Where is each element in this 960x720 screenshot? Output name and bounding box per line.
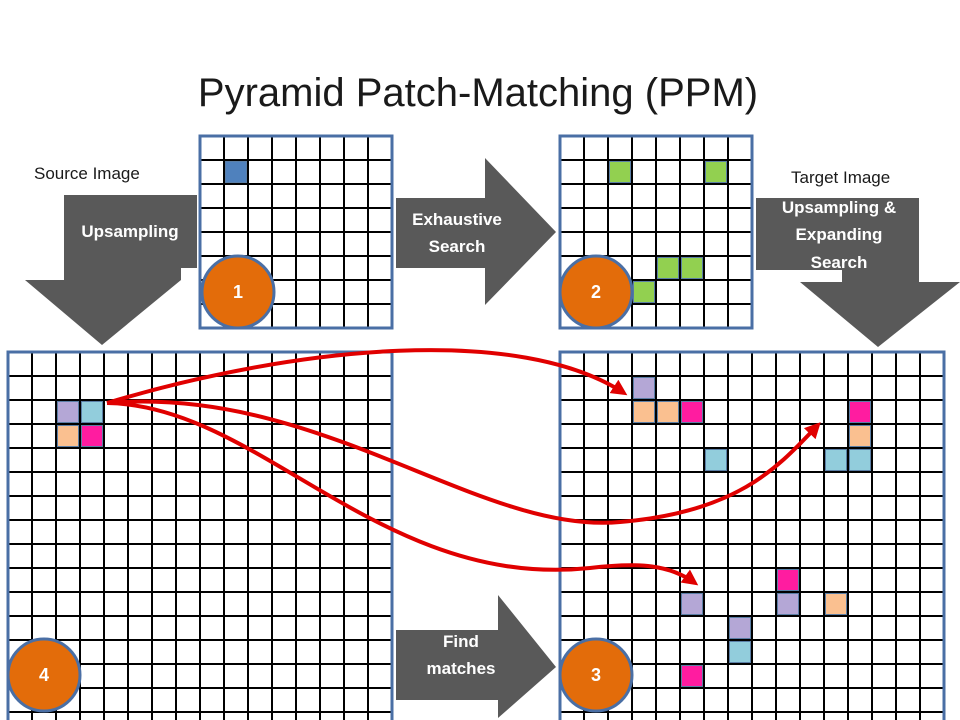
highlighted-cell-magenta bbox=[80, 424, 104, 448]
highlighted-cell-lightblue bbox=[848, 448, 872, 472]
highlighted-cell-magenta bbox=[680, 400, 704, 424]
svg-text:2: 2 bbox=[591, 282, 601, 302]
highlighted-cell-green bbox=[680, 256, 704, 280]
highlighted-cell-green bbox=[704, 160, 728, 184]
step-circle-2: 2 bbox=[558, 254, 634, 330]
slide-title: Pyramid Patch-Matching (PPM) bbox=[198, 71, 758, 115]
highlighted-cell-peach bbox=[848, 424, 872, 448]
find-matches-label-line1: Find bbox=[443, 632, 479, 651]
upsampling-expanding-label-line3: Search bbox=[811, 253, 868, 272]
match-arrow-1 bbox=[106, 348, 628, 405]
svg-text:1: 1 bbox=[233, 282, 243, 302]
highlighted-cell-lightblue bbox=[824, 448, 848, 472]
find-matches-arrow: Find matches bbox=[396, 595, 556, 718]
svg-text:4: 4 bbox=[39, 665, 49, 685]
step-circle-3: 3 bbox=[558, 637, 634, 713]
upsampling-arrow: Upsampling bbox=[25, 195, 197, 345]
highlighted-cell-lavender bbox=[728, 616, 752, 640]
exhaustive-search-label-line1: Exhaustive bbox=[412, 210, 502, 229]
find-matches-label-line2: matches bbox=[427, 659, 496, 678]
upsampling-label: Upsampling bbox=[81, 222, 178, 241]
highlighted-cell-lavender bbox=[680, 592, 704, 616]
highlighted-cell-green bbox=[608, 160, 632, 184]
highlighted-cell-peach bbox=[656, 400, 680, 424]
match-arrows bbox=[106, 348, 821, 586]
highlighted-cell-lavender bbox=[56, 400, 80, 424]
highlighted-cell-magenta bbox=[776, 568, 800, 592]
highlighted-cell-magenta bbox=[848, 400, 872, 424]
highlighted-cell-magenta bbox=[680, 664, 704, 688]
highlighted-cell-lightblue bbox=[728, 640, 752, 664]
exhaustive-search-label-line2: Search bbox=[429, 237, 486, 256]
highlighted-cell-peach bbox=[824, 592, 848, 616]
upsampling-expanding-arrow: Upsampling & Expanding Search bbox=[756, 198, 960, 347]
highlighted-cell-peach bbox=[56, 424, 80, 448]
highlighted-cell-lavender bbox=[632, 376, 656, 400]
highlighted-cell-lightblue bbox=[80, 400, 104, 424]
exhaustive-search-arrow: Exhaustive Search bbox=[396, 158, 556, 305]
step-circle-1: 1 bbox=[200, 254, 276, 330]
match-arrow-2 bbox=[106, 399, 821, 525]
highlighted-cell-peach bbox=[632, 400, 656, 424]
highlighted-cell-lavender bbox=[776, 592, 800, 616]
upsampling-expanding-label-line2: Expanding bbox=[796, 225, 883, 244]
svg-text:3: 3 bbox=[591, 665, 601, 685]
step-circle-4: 4 bbox=[6, 637, 82, 713]
highlighted-cell-blue bbox=[224, 160, 248, 184]
source-image-label: Source Image bbox=[34, 164, 140, 183]
highlighted-cell-lightblue bbox=[704, 448, 728, 472]
highlighted-cell-green bbox=[656, 256, 680, 280]
upsampling-expanding-label-line1: Upsampling & bbox=[782, 198, 896, 217]
match-arrow-3 bbox=[106, 401, 699, 586]
target-image-label: Target Image bbox=[791, 168, 890, 187]
grid-3-fine-target bbox=[558, 350, 946, 720]
highlighted-cell-green bbox=[632, 280, 656, 304]
